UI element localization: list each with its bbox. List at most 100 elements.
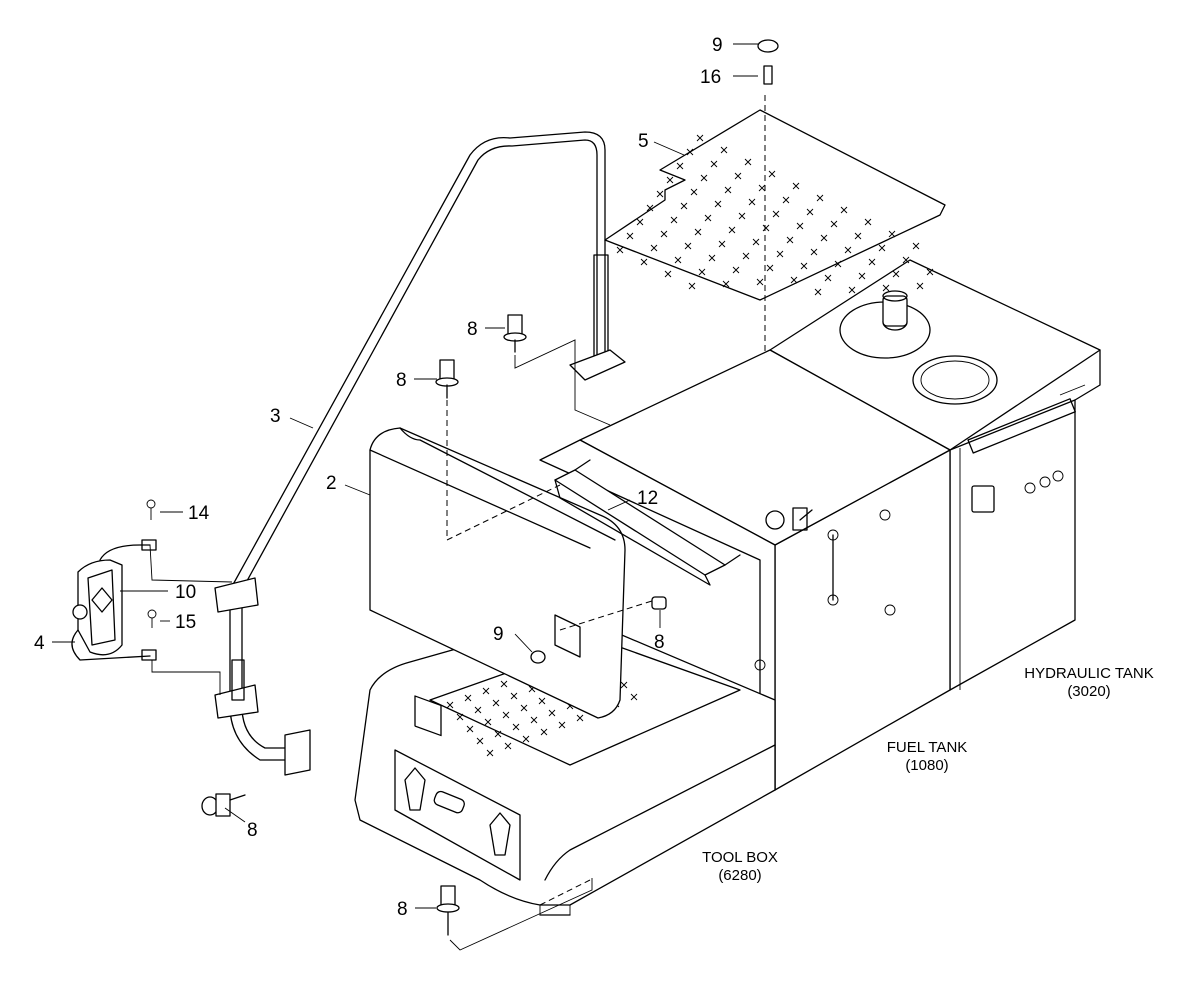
perforation-mark: [494, 730, 502, 738]
perforation-mark: [576, 714, 584, 722]
perforation-mark: [718, 240, 726, 248]
perforation-mark: [674, 256, 682, 264]
perforation-mark: [540, 728, 548, 736]
perforation-mark: [630, 693, 638, 701]
perforation-mark: [558, 721, 566, 729]
perforation-mark: [882, 284, 890, 292]
perforation-mark: [676, 162, 684, 170]
perforation-mark: [806, 208, 814, 216]
hydraulic-tank-name: HYDRAULIC TANK: [1024, 665, 1153, 682]
perforation-mark: [748, 198, 756, 206]
callout-10: 10: [175, 582, 196, 603]
perforation-mark: [704, 214, 712, 222]
perforation-mark: [800, 262, 808, 270]
perforation-mark: [738, 212, 746, 220]
perforation-mark: [820, 234, 828, 242]
perforation-mark: [486, 749, 494, 757]
perforation-mark: [926, 268, 934, 276]
fuel-tank-code: (1080): [905, 757, 948, 774]
perforation-mark: [626, 232, 634, 240]
callout-8-handrail-top: 8: [467, 319, 478, 340]
perforation-mark: [864, 218, 872, 226]
perforation-mark: [810, 248, 818, 256]
perforation-mark: [854, 232, 862, 240]
perforation-mark: [520, 704, 528, 712]
perforation-mark: [476, 737, 484, 745]
perforation-mark: [844, 246, 852, 254]
perforation-mark: [616, 246, 624, 254]
perforation-mark: [492, 699, 500, 707]
perforation-mark: [482, 687, 490, 695]
tool-box-name: TOOL BOX: [702, 849, 778, 866]
perforation-mark: [782, 196, 790, 204]
perforation-mark: [666, 176, 674, 184]
perforation-mark: [684, 242, 692, 250]
perforation-mark: [636, 218, 644, 226]
perforation-mark: [686, 148, 694, 156]
hydraulic-tank-code: (3020): [1067, 683, 1110, 700]
callout-8-bracket: 8: [654, 632, 665, 653]
perforation-mark: [728, 226, 736, 234]
perforation-mark: [816, 194, 824, 202]
perforation-mark: [830, 220, 838, 228]
perforation-mark: [912, 242, 920, 250]
perforation-mark: [772, 210, 780, 218]
perforation-mark: [446, 701, 454, 709]
perforation-mark: [720, 146, 728, 154]
perforation-mark: [688, 282, 696, 290]
perforation-mark: [656, 190, 664, 198]
fuel-tank-drawing: [539, 290, 998, 791]
perforation-mark: [722, 280, 730, 288]
perforation-mark: [824, 274, 832, 282]
reference-captions: HYDRAULIC TANK (3020) FUEL TANK (1080) T…: [702, 665, 1154, 884]
perforation-mark: [878, 244, 886, 252]
perforation-mark: [752, 238, 760, 246]
perforation-mark: [538, 697, 546, 705]
perforation-mark: [888, 230, 896, 238]
perforation-mark: [840, 206, 848, 214]
perforation-mark: [708, 254, 716, 262]
perforation-mark: [848, 286, 856, 294]
callout-2: 2: [326, 473, 337, 494]
perforation-mark: [762, 224, 770, 232]
perforation-mark: [620, 681, 628, 689]
perforation-mark: [892, 270, 900, 278]
fuel-tank-name: FUEL TANK: [887, 739, 968, 756]
perforation-mark: [696, 134, 704, 142]
perforation-mark: [690, 188, 698, 196]
callout-12: 12: [637, 488, 658, 509]
callout-9-top: 9: [712, 35, 723, 56]
tool-box-code: (6280): [718, 867, 761, 884]
hydraulic-tank-drawing: [769, 259, 1101, 691]
perforation-mark: [796, 222, 804, 230]
perforation-mark: [548, 709, 556, 717]
perforation-mark: [916, 282, 924, 290]
perforation-mark: [456, 713, 464, 721]
assembly-lines: [446, 95, 766, 951]
perforation-mark: [786, 236, 794, 244]
mirror-part-10: [71, 539, 157, 661]
perforation-mark: [650, 244, 658, 252]
hardware-items: [146, 39, 779, 936]
handrail-part-3: [214, 131, 626, 776]
perforation-mark: [710, 160, 718, 168]
perforation-mark: [790, 276, 798, 284]
perforation-mark: [758, 184, 766, 192]
callout-14: 14: [188, 503, 210, 524]
perforation-mark: [646, 204, 654, 212]
callout-8-toolbox: 8: [397, 899, 408, 920]
perforation-mark: [700, 174, 708, 182]
perforation-mark: [834, 260, 842, 268]
plate-part-5: [604, 109, 946, 301]
perforation-mark: [698, 268, 706, 276]
perforation-mark: [640, 258, 648, 266]
perforation-mark: [742, 252, 750, 260]
perforation-mark: [512, 723, 520, 731]
callout-3: 3: [270, 406, 281, 427]
perforation-mark: [732, 266, 740, 274]
perforation-mark: [484, 718, 492, 726]
callout-16: 16: [700, 67, 721, 88]
leader-lines: [52, 43, 758, 909]
